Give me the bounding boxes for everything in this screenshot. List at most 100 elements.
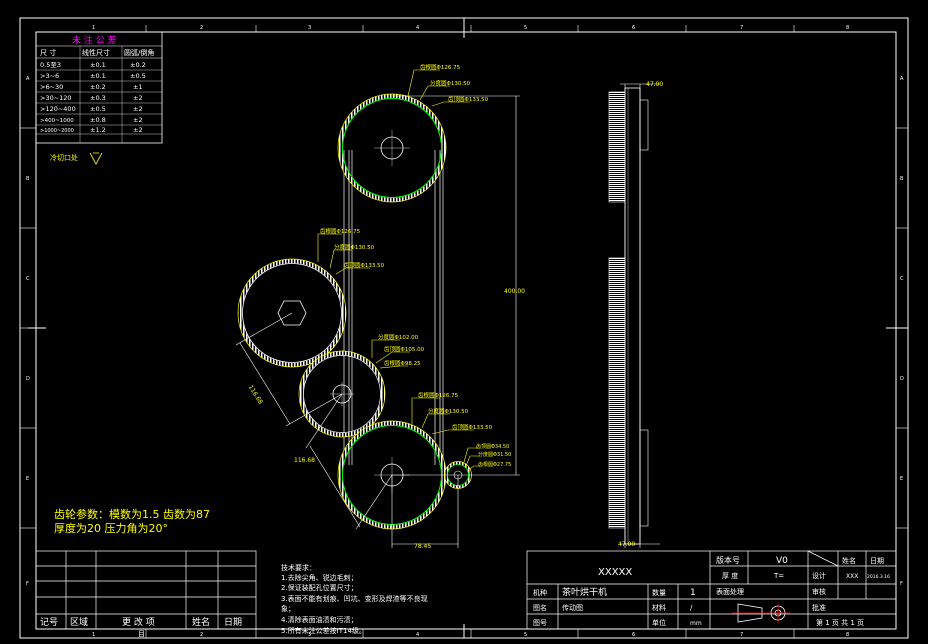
rev-header-area: 区域 [70, 616, 88, 628]
row-e-right: E [900, 476, 903, 482]
col-8: 8 [846, 25, 849, 31]
row-e: E [26, 476, 29, 482]
unit-label: 单位 [652, 618, 666, 627]
col-2: 2 [200, 25, 203, 31]
tol-r3-c2: ±0.2 [90, 83, 106, 91]
col-5: 5 [524, 25, 527, 31]
tech-item-4: 象； [281, 604, 295, 613]
g4-tip-label: 齿顶圆Φ133.50 [452, 424, 493, 431]
row-c-right: C [900, 276, 904, 282]
drawing-no-label: 图号 [533, 619, 547, 627]
g1-pitch-label: 分度圆Φ130.50 [430, 79, 471, 87]
rev-header-change: 更 改 项 [122, 616, 155, 628]
col-7: 7 [740, 25, 743, 31]
tol-r5-c2: ±0.5 [90, 105, 106, 113]
thickness-label: 厚 度 [722, 571, 738, 580]
machine-value: 茶叶烘干机 [562, 586, 607, 598]
design-label: 设计 [812, 571, 826, 580]
tolerance-header-size: 尺 寸 [40, 48, 56, 57]
g5-tip-label: 齿顶圆Φ34.50 [476, 444, 509, 450]
revision-block [35, 550, 257, 630]
g5-pitch-label: 分度圆Φ31.50 [478, 451, 511, 458]
tech-title: 技术要求： [281, 563, 316, 572]
g3-pitch-label: 分度圆Φ102.00 [378, 333, 419, 341]
tolerance-header-arc: 圆弧/倒角 [124, 48, 154, 57]
g2-tip-label: 齿顶圆Φ133.50 [344, 262, 385, 269]
row-f-right: F [900, 581, 903, 587]
tol-r3-c1: >6~30 [40, 83, 63, 91]
tol-r7-c3: ±2 [133, 126, 143, 134]
side-bottom-dim: 47.00 [618, 541, 635, 548]
tech-item-5: 4.清除表面油渍和污渍； [281, 615, 358, 624]
inner-border [35, 31, 897, 630]
machine-label: 机种 [533, 588, 547, 597]
project-code: XXXXX [598, 567, 632, 578]
gear-top [337, 93, 447, 203]
bottom-dim: 78.45 [414, 543, 431, 550]
gear-params-line1: 齿轮参数：模数为1.5 齿数为87 [54, 507, 210, 521]
date-label: 日期 [870, 557, 884, 565]
g1-root-label: 齿根圆Φ126.75 [420, 63, 461, 71]
unit-value: mm [690, 620, 702, 627]
leader-lines [317, 69, 480, 471]
side-top-dim: 47.00 [646, 81, 663, 88]
g2-pitch-label: 分度圆Φ130.50 [334, 243, 375, 251]
center-distance-dim: 400.00 [504, 288, 525, 295]
material-label: 材料 [652, 603, 666, 612]
row-a: A [26, 76, 30, 82]
g1-tip-label: 齿顶圆Φ133.50 [448, 96, 489, 103]
tol-r2-c3: ±0.5 [130, 72, 146, 80]
tech-item-2: 2.保证装配孔位置尺寸； [281, 583, 358, 592]
tech-item-3: 3.表面不能有划痕、凹坑、变形及焊渣等不良现 [281, 594, 428, 603]
tol-r7-c2: ±1.2 [90, 126, 106, 134]
qty-label: 数量 [652, 588, 666, 597]
g4-root-label: 齿根圆Φ126.75 [418, 391, 459, 399]
qty-value: 1 [690, 588, 696, 598]
design-date: 2016.3.16 [867, 574, 890, 580]
tol-r1-c1: 0.5至3 [40, 61, 61, 69]
tol-r2-c2: ±0.1 [90, 72, 106, 80]
rev-note: 目 [138, 630, 145, 638]
side-view [608, 87, 649, 545]
tol-r7-c1: >1000~2000 [40, 128, 74, 134]
tol-r4-c3: ±2 [133, 94, 143, 102]
rev-header-mark: 记号 [40, 617, 58, 628]
row-d-right: D [900, 376, 904, 382]
tolerance-table: 未 注 公 差 尺 寸 线性尺寸 圆弧/倒角 0.5至3 ±0.1 ±0.2 >… [35, 31, 163, 144]
col-5-bottom: 5 [524, 632, 527, 638]
col-4-bottom: 4 [416, 632, 419, 638]
col-6: 6 [632, 25, 635, 31]
diag-dim-2: 116.68 [294, 457, 315, 464]
title-block [526, 550, 897, 630]
g5-root-label: 齿根圆Φ27.75 [478, 461, 511, 468]
tol-r2-c1: >3~6 [40, 72, 59, 80]
g3-tip-label: 齿顶圆Φ105.00 [384, 346, 425, 353]
zone-ticks [20, 25, 908, 638]
tech-item-6: 5.所有未注公差按IT14级。 [281, 626, 366, 635]
gear-middle [298, 350, 386, 438]
centering-marks [28, 18, 908, 638]
row-d: D [26, 376, 30, 382]
col-3: 3 [308, 25, 311, 31]
rev-header-date: 日期 [224, 617, 242, 628]
row-b: B [26, 176, 30, 182]
col-1: 1 [92, 25, 95, 31]
row-c: C [26, 276, 30, 282]
tech-item-1: 1.去除尖角、锐边毛刺； [281, 573, 358, 582]
approve-label: 批准 [812, 603, 826, 612]
tol-r6-c2: ±0.8 [90, 116, 106, 124]
page-info: 第 1 页 共 1 页 [816, 618, 864, 627]
review-label: 审核 [812, 587, 826, 596]
designer: XXX [846, 573, 858, 580]
row-a-right: A [900, 76, 904, 82]
tol-r5-c1: >120~400 [40, 105, 76, 113]
col-4: 4 [416, 25, 419, 31]
col-8-bottom: 8 [846, 632, 849, 638]
roughness-symbol-icon [89, 152, 103, 165]
col-3-bottom: 3 [308, 632, 311, 638]
rev-header-name: 姓名 [192, 616, 210, 628]
row-b-right: B [900, 176, 904, 182]
version-value: V0 [776, 556, 788, 566]
thickness-value: T= [773, 572, 784, 580]
